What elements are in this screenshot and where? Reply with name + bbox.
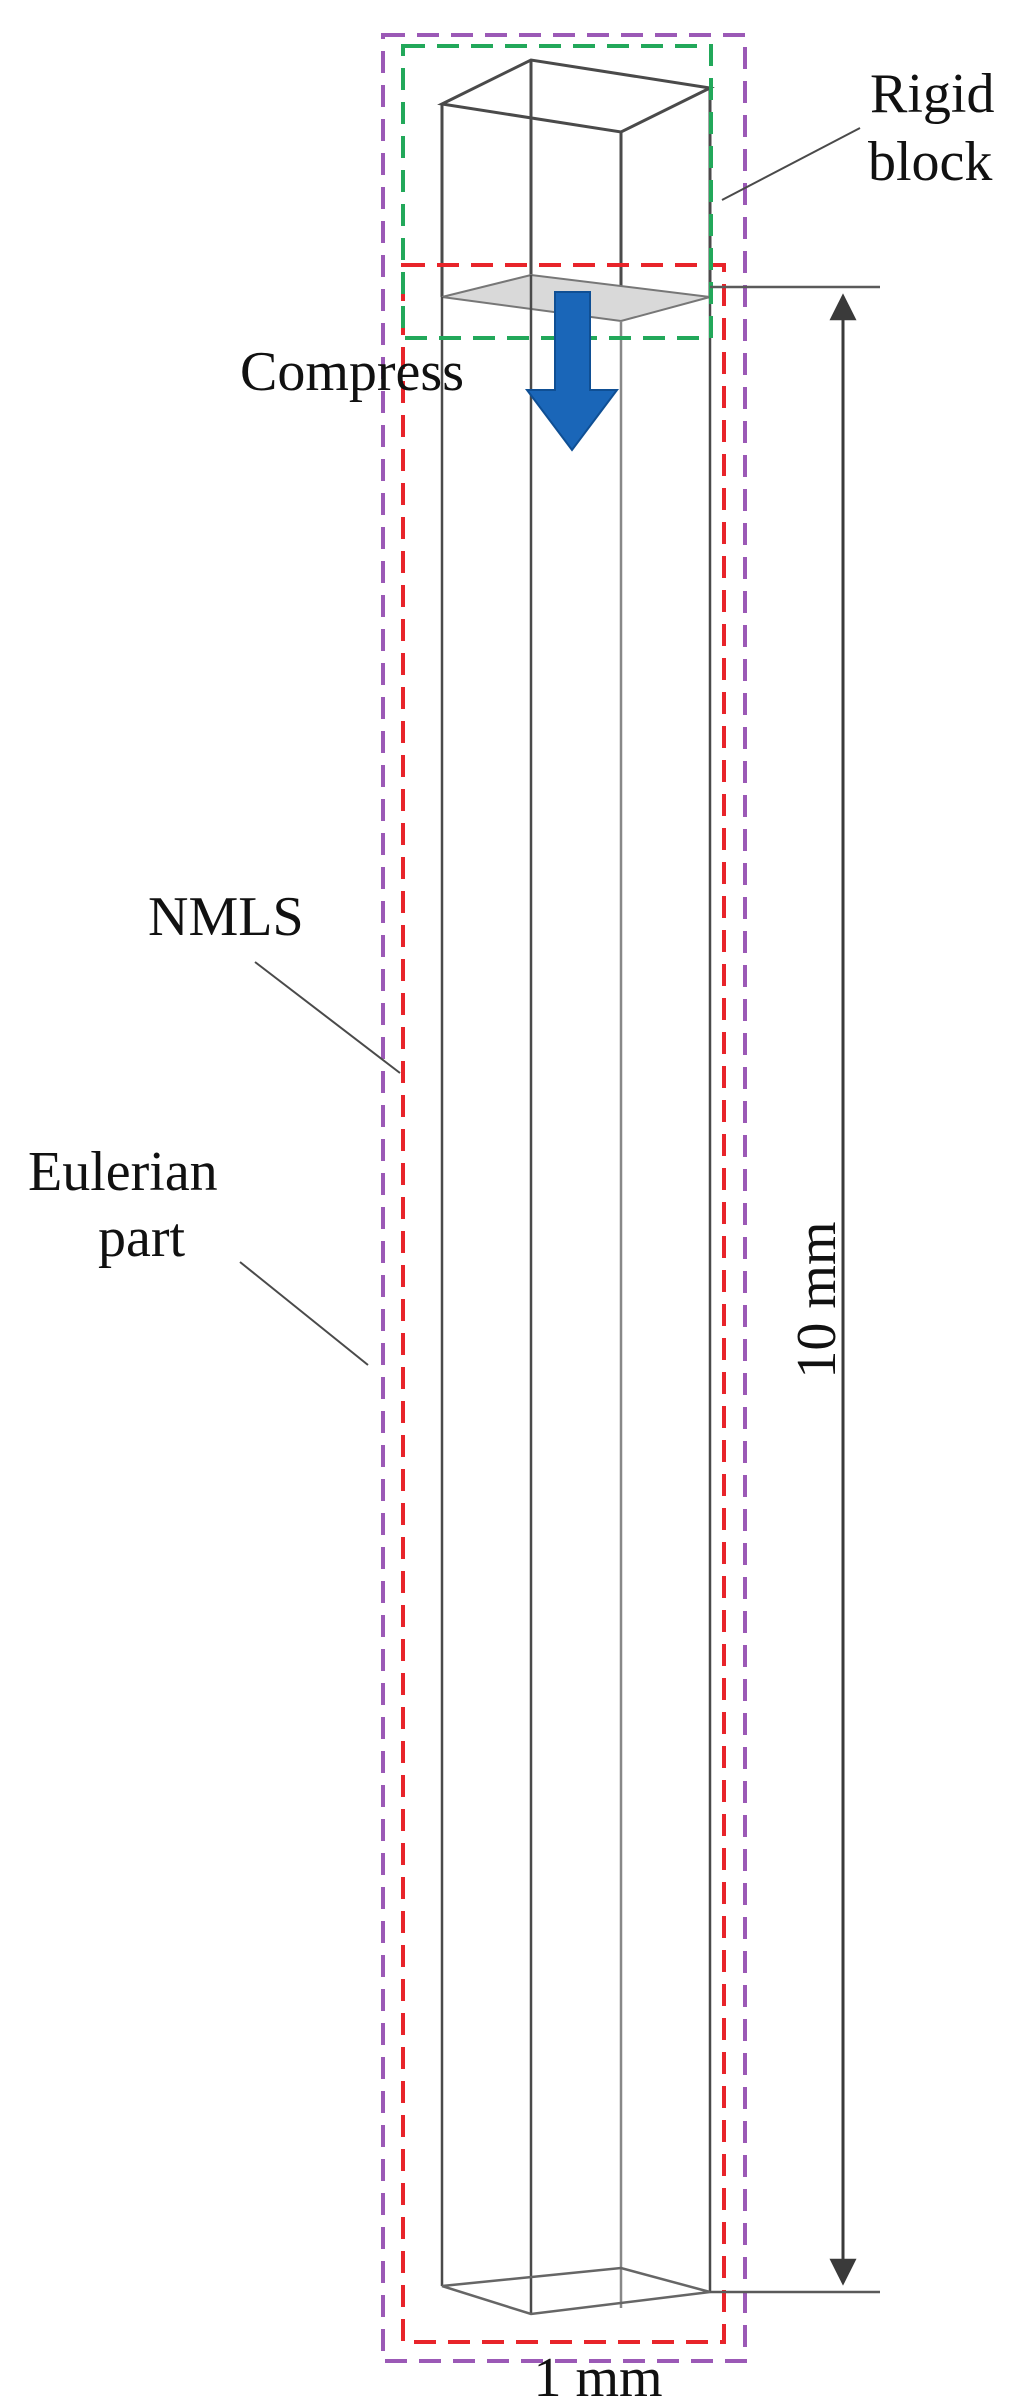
compress-arrow-icon xyxy=(525,291,619,452)
bar-specimen xyxy=(440,275,712,2316)
width-dimension-label: 1 mm xyxy=(533,2347,662,2403)
nmls-label: NMLS xyxy=(148,886,304,948)
rigid-block-label-line2: block xyxy=(868,131,992,193)
eulerian-part-boundary xyxy=(381,33,747,2363)
nmls-boundary xyxy=(401,263,726,2344)
rigid-block-top-face xyxy=(437,58,715,134)
rigid-block-leader-line xyxy=(721,127,861,201)
height-dimension xyxy=(710,285,880,2294)
eulerian-part-label-line2: part xyxy=(98,1207,186,1269)
bar-bottom-face xyxy=(441,2266,711,2316)
height-dimension-label: 10 mm xyxy=(786,1221,848,1378)
eulerian-leader-line xyxy=(239,1261,369,1366)
nmls-leader-line xyxy=(254,961,401,1074)
rigid-block-label-line1: Rigid xyxy=(870,63,994,125)
eulerian-part-label-line1: Eulerian xyxy=(28,1141,218,1203)
compress-label: Compress xyxy=(240,341,464,403)
